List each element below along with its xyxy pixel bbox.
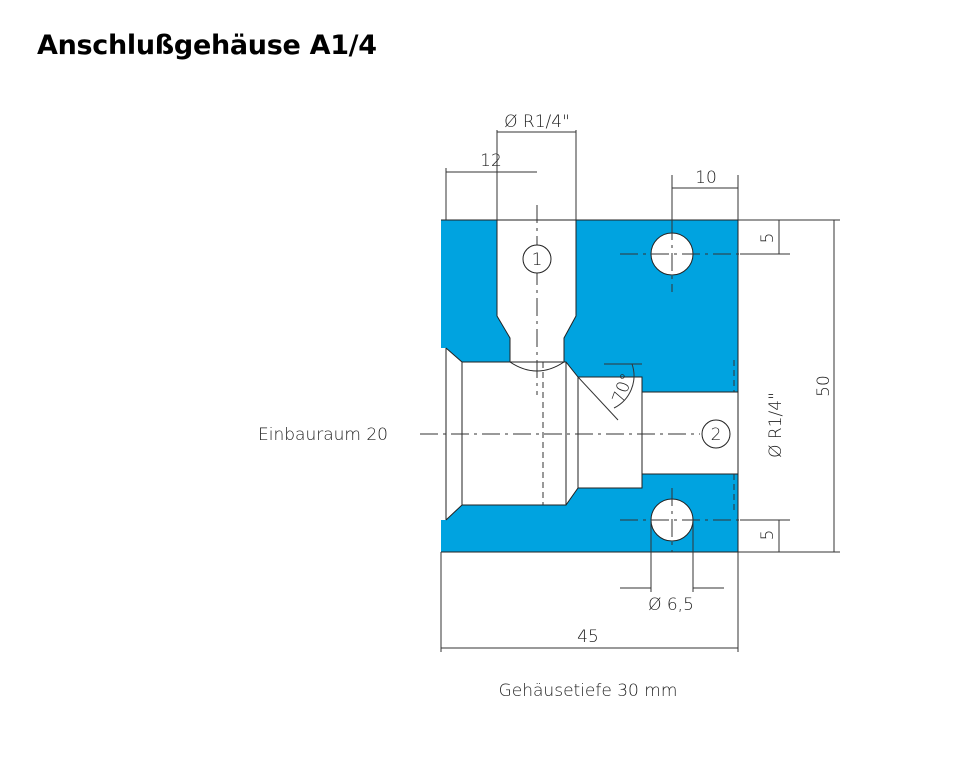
svg-text:10: 10 [695, 168, 717, 188]
housing-depth-label: Gehäusetiefe 30 mm [499, 681, 678, 701]
dim-top-offset: 12 [445, 151, 537, 220]
dim-hole-top-edge: 5 [738, 219, 790, 255]
dim-width: 45 [440, 552, 739, 652]
svg-text:1: 1 [532, 250, 543, 270]
svg-text:12: 12 [480, 151, 502, 171]
svg-text:2: 2 [711, 425, 722, 445]
svg-text:5: 5 [758, 530, 778, 541]
dim-side-thread: Ø R1/4" [766, 392, 786, 458]
dim-top-thread: Ø R1/4" [496, 112, 577, 220]
svg-text:5: 5 [758, 233, 778, 244]
svg-text:Ø R1/4": Ø R1/4" [504, 112, 570, 132]
installation-space-label: Einbauraum 20 [258, 425, 388, 445]
svg-text:50: 50 [814, 375, 834, 397]
center-lines [420, 205, 740, 552]
housing-body [441, 220, 738, 552]
dim-hole-offset: 10 [671, 168, 739, 233]
dim-hole-diameter: Ø 6,5 [620, 520, 724, 615]
dim-hole-bottom-edge: 5 [740, 519, 790, 552]
dim-height: 50 [738, 219, 840, 553]
svg-text:Ø R1/4": Ø R1/4" [766, 392, 786, 458]
port-marker-2: 2 [701, 419, 731, 449]
port-marker-1: 1 [522, 244, 552, 274]
svg-text:45: 45 [577, 627, 599, 647]
svg-text:Ø 6,5: Ø 6,5 [648, 595, 694, 615]
page-title: Anschlußgehäuse A1/4 [37, 30, 377, 61]
